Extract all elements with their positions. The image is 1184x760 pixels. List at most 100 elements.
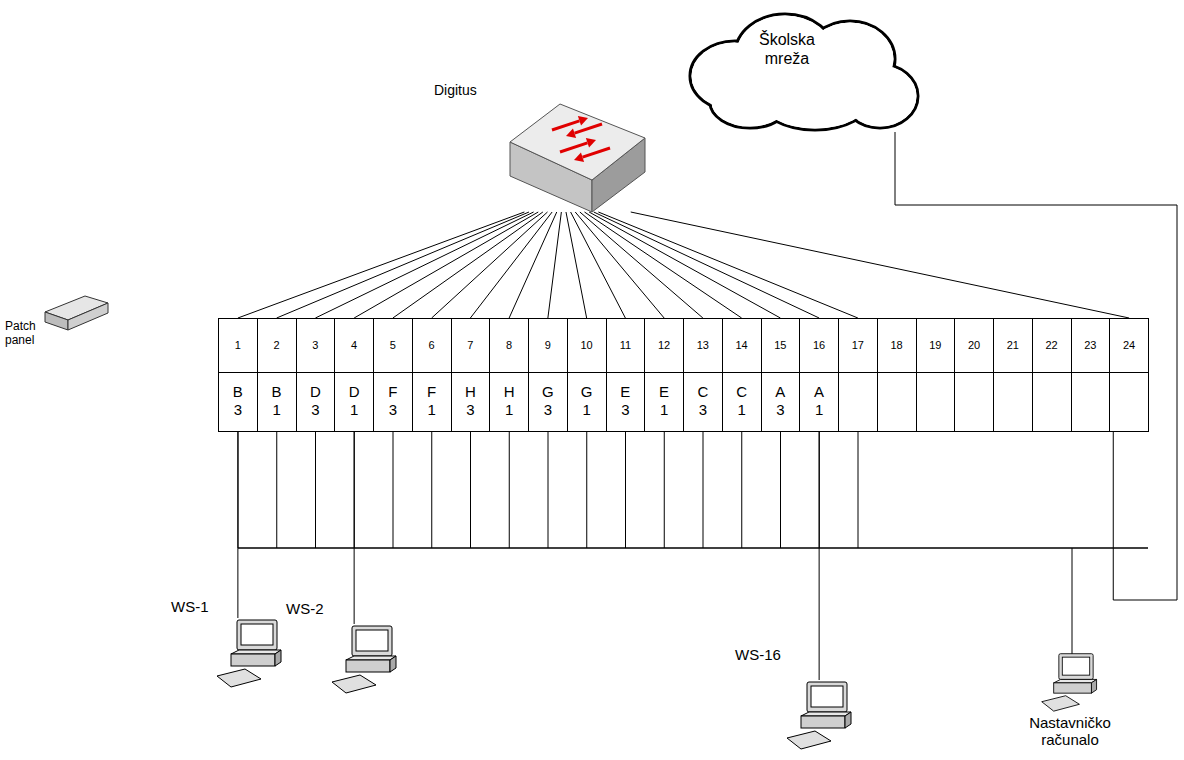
port-label: C 3	[695, 383, 710, 419]
port-number: 17	[839, 319, 877, 373]
port-label: A 1	[812, 383, 827, 419]
cloud-shape	[690, 14, 918, 130]
screen	[241, 624, 273, 645]
patch-port: 3D 3	[296, 318, 336, 432]
port-label: A 3	[773, 383, 788, 419]
patch-port: 23	[1071, 318, 1111, 432]
switch-arrowhead	[578, 116, 588, 125]
patch-port: 19	[916, 318, 956, 432]
port-number: 6	[413, 319, 451, 373]
switch-arrowhead	[574, 152, 584, 161]
patch-port: 15A 3	[761, 318, 801, 432]
screen	[356, 630, 388, 651]
switch-top	[510, 104, 645, 180]
workstation-icon	[1042, 654, 1097, 711]
port-number: 10	[568, 319, 606, 373]
patch-port: 11E 3	[606, 318, 646, 432]
case-side	[275, 650, 281, 666]
drop-line	[858, 432, 859, 548]
switch-arrow	[583, 148, 610, 157]
case-top	[801, 712, 851, 716]
workstation-label: WS-2	[286, 600, 324, 617]
patch-port: 20	[954, 318, 994, 432]
drop-line	[625, 432, 626, 548]
workstation: WS-16	[785, 680, 855, 750]
port-label: B 1	[269, 383, 284, 419]
panel-side	[45, 312, 68, 330]
port-label: F 3	[385, 383, 400, 419]
workstation-icon	[787, 682, 851, 749]
port-label: D 1	[347, 383, 362, 419]
network-cable	[819, 432, 820, 680]
port-label: D 3	[308, 383, 323, 419]
port-label: E 3	[618, 383, 633, 419]
patch-panel-icon	[45, 296, 108, 330]
screen	[811, 686, 843, 707]
drop-line	[586, 432, 587, 548]
network-cable	[598, 212, 858, 318]
network-switch: Digitus	[510, 104, 645, 212]
case-front	[801, 716, 845, 728]
port-label: C 1	[734, 383, 749, 419]
drop-line	[664, 432, 665, 548]
case-top	[231, 650, 281, 654]
network-cable	[315, 212, 533, 318]
patch-port: 21	[993, 318, 1033, 432]
port-number: 22	[1033, 319, 1071, 373]
port-label: B 3	[230, 383, 245, 419]
port-number: 16	[800, 319, 838, 373]
drop-line	[741, 432, 742, 548]
workstation: WS-1	[215, 618, 285, 688]
patch-port: 10G 1	[567, 318, 607, 432]
switch-arrow	[552, 121, 579, 130]
computer-drawing	[1040, 652, 1100, 712]
drop-line	[276, 432, 277, 548]
port-number: 9	[529, 319, 567, 373]
port-label: G 3	[540, 383, 555, 419]
network-switch-label: Digitus	[434, 82, 477, 98]
case-side	[845, 712, 851, 728]
network-cable	[354, 432, 355, 624]
switch-arrow	[575, 124, 602, 133]
workstation-label: WS-16	[735, 646, 781, 663]
port-number: 7	[452, 319, 490, 373]
port-label: F 1	[424, 383, 439, 419]
switch-arrowhead	[566, 128, 576, 137]
port-number: 21	[994, 319, 1032, 373]
network-cable	[895, 132, 1177, 600]
drop-line	[548, 432, 549, 548]
patch-port: 6F 1	[412, 318, 452, 432]
drop-line	[780, 432, 781, 548]
drop-line	[431, 432, 432, 548]
port-number: 18	[878, 319, 916, 373]
computer-drawing	[330, 624, 400, 694]
patch-port: 17	[838, 318, 878, 432]
drop-line	[703, 432, 704, 548]
patch-port: 14C 1	[722, 318, 762, 432]
cloud-outline	[665, 4, 925, 132]
patch-port: 7H 3	[451, 318, 491, 432]
network-cable	[584, 212, 741, 318]
workstation: Nastavničko računalo	[1040, 652, 1100, 712]
monitor	[1059, 654, 1093, 680]
port-number: 3	[297, 319, 335, 373]
patch-port: 5F 3	[373, 318, 413, 432]
patch-port: 1B 3	[218, 318, 258, 432]
computer-drawing	[215, 618, 285, 688]
switch-icon	[510, 104, 645, 212]
patch-port: 16A 1	[799, 318, 839, 432]
panel-front	[68, 303, 108, 330]
patch-port: 13C 3	[683, 318, 723, 432]
monitor	[807, 682, 847, 712]
workstation-icon	[332, 626, 396, 693]
case-front	[346, 660, 390, 672]
drop-line	[470, 432, 471, 548]
keyboard	[1042, 696, 1080, 711]
screen	[1062, 657, 1089, 675]
patch-port: 24	[1109, 318, 1149, 432]
network-cable	[548, 212, 561, 318]
patch-port: 8H 1	[489, 318, 529, 432]
patch-port: 22	[1032, 318, 1072, 432]
drop-line	[393, 432, 394, 548]
